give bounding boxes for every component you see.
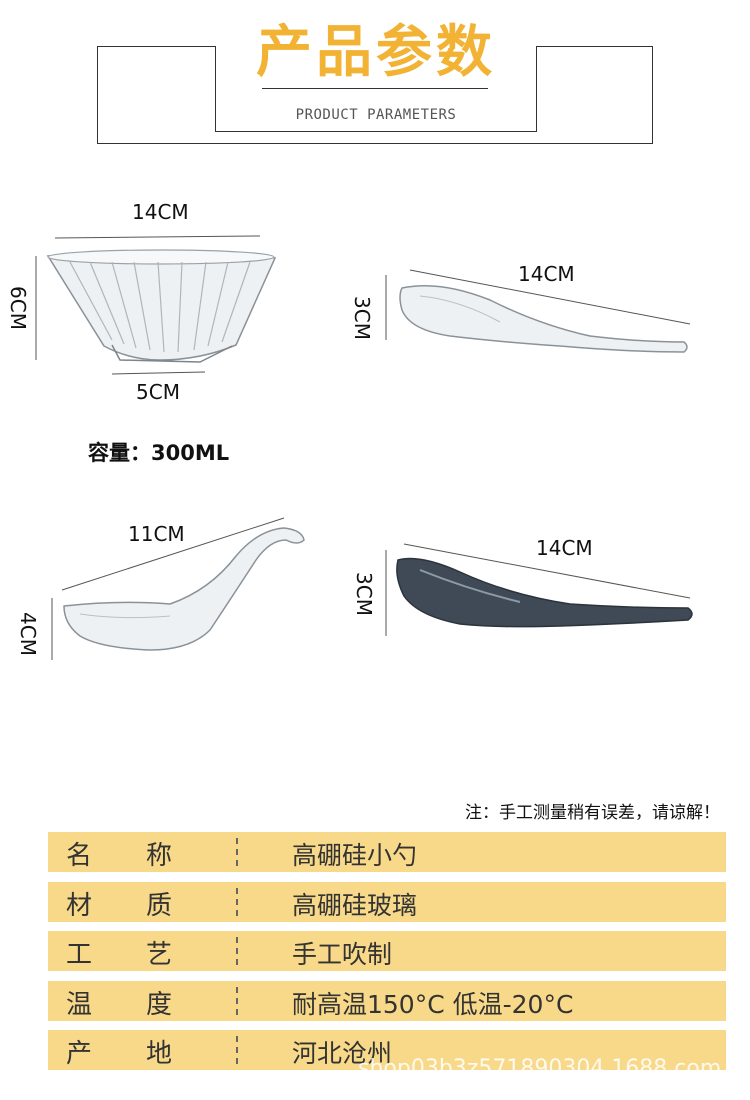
spec-row-temperature: 温 度 耐高温150°C 低温-20°C xyxy=(48,981,726,1021)
spec-key-char: 艺 xyxy=(146,940,173,970)
spec-row-origin: 产 地 河北沧州 xyxy=(48,1030,726,1070)
watermark: shop03b3z571890304.1688.com xyxy=(358,1056,722,1081)
spoon-3-length-label: 14CM xyxy=(536,536,593,560)
measurement-note: 注：手工测量稍有误差，请谅解！ xyxy=(465,803,720,823)
spoon-1-length-label: 14CM xyxy=(518,262,575,286)
spec-key-char: 材 xyxy=(66,891,93,921)
spec-key-char: 工 xyxy=(66,940,93,970)
spec-key-char: 度 xyxy=(146,990,173,1020)
page-title: 产品参数 xyxy=(256,20,496,85)
spec-value: 河北沧州 xyxy=(292,1039,393,1068)
title-divider xyxy=(262,88,488,89)
spec-key-char: 产 xyxy=(66,1039,93,1069)
bowl-capacity: 容量：300ML xyxy=(88,441,230,465)
spoon-3-height-label: 3CM xyxy=(351,572,376,616)
header-inner-frame xyxy=(215,46,537,132)
spec-divider xyxy=(236,1036,238,1064)
spec-divider xyxy=(236,888,238,916)
spec-row-material: 材 质 高硼硅玻璃 xyxy=(48,882,726,922)
spec-value: 耐高温150°C 低温-20°C xyxy=(292,990,574,1019)
spec-value: 手工吹制 xyxy=(292,940,393,969)
spec-key-char: 称 xyxy=(146,841,173,871)
spec-key-char: 质 xyxy=(146,891,173,921)
spec-divider xyxy=(236,987,238,1015)
spec-divider xyxy=(236,937,238,965)
spec-row-craft: 工 艺 手工吹制 xyxy=(48,931,726,971)
spec-value: 高硼硅玻璃 xyxy=(292,891,418,920)
spec-value: 高硼硅小勺 xyxy=(292,841,418,870)
bowl-width-label: 14CM xyxy=(132,200,189,224)
spec-key-char: 名 xyxy=(66,841,93,871)
spec-row-name: 名 称 高硼硅小勺 xyxy=(48,832,726,872)
spec-key-char: 地 xyxy=(146,1039,173,1069)
spec-divider xyxy=(236,838,238,866)
page-subtitle: PRODUCT PARAMETERS xyxy=(295,107,457,123)
spoon-2-length-label: 11CM xyxy=(128,522,185,546)
bowl-base-label: 5CM xyxy=(136,380,180,404)
spec-key-char: 温 xyxy=(66,990,93,1020)
